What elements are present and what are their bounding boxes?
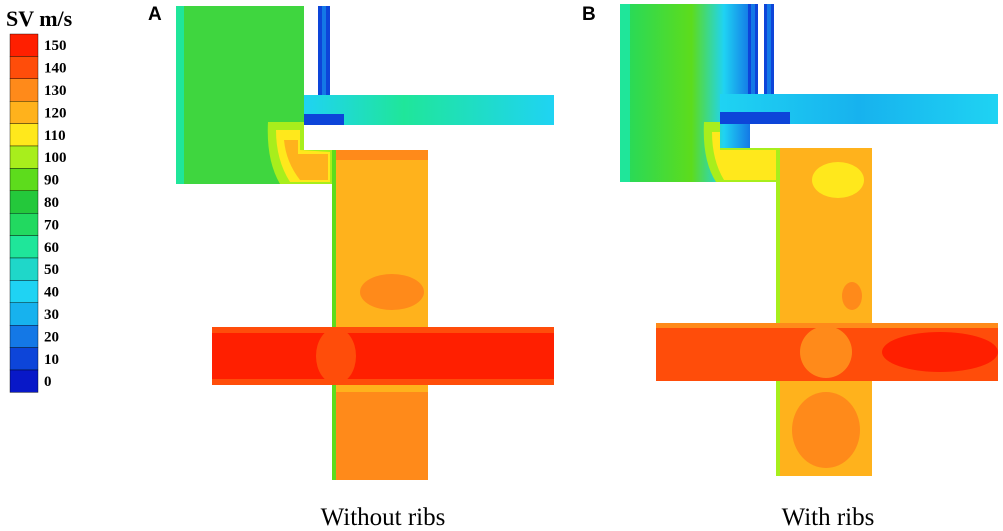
panel-letter-b: B	[582, 4, 596, 25]
legend-tick-label: 50	[44, 262, 59, 278]
legend-tick-label: 110	[44, 128, 66, 144]
legend-tick-label: 150	[44, 38, 67, 54]
legend-swatch	[9, 302, 39, 326]
legend-tick-label: 60	[44, 240, 59, 256]
legend-swatch	[9, 145, 39, 169]
legend-swatch	[9, 190, 39, 214]
legend-tick-label: 20	[44, 329, 59, 345]
legend-swatch	[9, 56, 39, 80]
velocity-legend: SV m/s 150140130120110100908070605040302…	[6, 6, 73, 393]
legend-tick-label: 10	[44, 352, 59, 368]
panel-b-with-ribs: B With ribs	[582, 4, 998, 531]
channel-inlet-low-speed	[720, 112, 790, 124]
legend-swatch	[9, 33, 39, 57]
legend-tick-label: 100	[44, 150, 67, 166]
legend-swatch	[9, 168, 39, 191]
legend-swatch	[9, 347, 39, 371]
legend-title: SV m/s	[6, 6, 73, 31]
legend-tick-label: 0	[44, 374, 52, 390]
column-lower-region	[332, 392, 428, 480]
legend-swatch	[9, 235, 39, 259]
legend-tick-label: 90	[44, 173, 59, 189]
legend-tick-label: 70	[44, 217, 59, 233]
outlet-channel	[304, 95, 554, 125]
legend-tick-label: 130	[44, 83, 67, 99]
column-low-speed-pocket	[812, 162, 864, 198]
legend-swatch	[9, 325, 39, 348]
caption-with-ribs: With ribs	[782, 504, 875, 531]
legend-swatch	[9, 280, 39, 303]
legend-swatch	[9, 100, 39, 124]
column-eddy	[360, 274, 424, 310]
legend-tick-label: 40	[44, 285, 59, 301]
legend-color-bar	[9, 33, 39, 393]
panel-letter-a: A	[148, 4, 162, 25]
legend-swatch	[9, 123, 39, 147]
legend-swatch	[9, 369, 39, 393]
chamber-wall-layer	[176, 6, 184, 184]
legend-tick-label: 80	[44, 195, 59, 211]
legend-tick-label: 140	[44, 61, 67, 77]
horizontal-duct	[212, 327, 554, 385]
channel-inlet-low-speed	[304, 114, 344, 125]
legend-swatch	[9, 212, 39, 236]
legend-tick-label: 120	[44, 105, 67, 121]
legend-swatch	[9, 78, 39, 102]
legend-swatch	[9, 257, 39, 281]
legend-tick-label: 30	[44, 307, 59, 323]
panel-a-without-ribs: A Without ribs	[148, 4, 554, 531]
caption-without-ribs: Without ribs	[321, 504, 446, 531]
